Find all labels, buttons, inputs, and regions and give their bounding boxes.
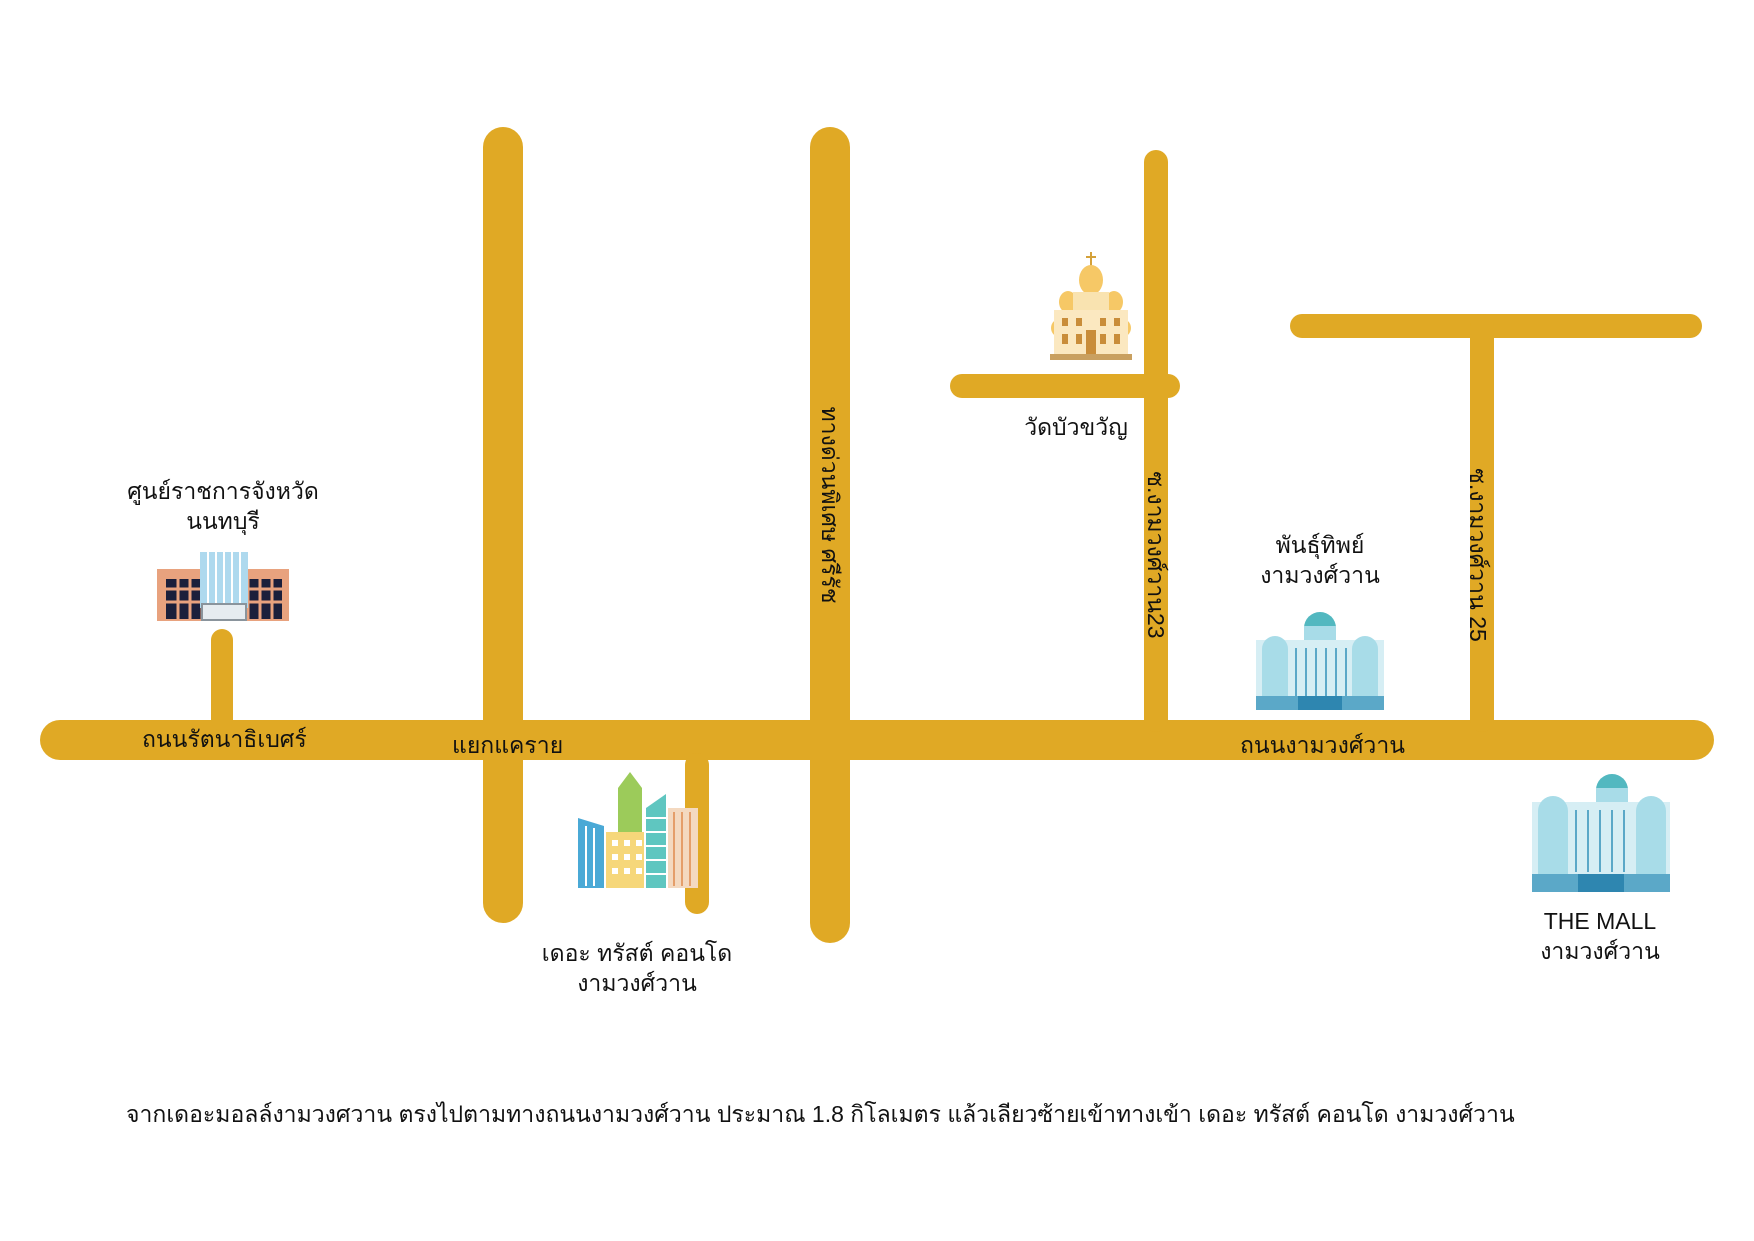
road-label-ngamwongwan: ถนนงามวงศ์วาน bbox=[1240, 732, 1405, 758]
road-network bbox=[40, 127, 1714, 943]
road-label-khae-rai: แยกแคราย bbox=[452, 732, 564, 758]
temple-icon bbox=[1050, 252, 1132, 360]
condo-name-line2: งามวงศ์วาน bbox=[577, 970, 697, 996]
the-mall-name-line2: งามวงศ์วาน bbox=[1540, 938, 1660, 964]
gov-center-name-line2: นนทบุรี bbox=[186, 508, 260, 534]
panthip-name-line1: พันธุ์ทิพย์ bbox=[1275, 532, 1365, 558]
landmark-the-mall-label: THE MALL งามวงศ์วาน bbox=[1510, 906, 1690, 966]
directions-text: จากเดอะมอลล์งามวงศวาน ตรงไปตามทางถนนงามว… bbox=[126, 1101, 1515, 1127]
gov-center-name-line1: ศูนย์ราชการจังหวัด bbox=[127, 478, 319, 504]
condo-buildings-icon bbox=[578, 772, 698, 888]
landmark-panthip-label: พันธุ์ทิพย์ งามวงศ์วาน bbox=[1230, 530, 1410, 590]
landmark-gov-center-label: ศูนย์ราชการจังหวัด นนทบุรี bbox=[103, 476, 343, 536]
road-label-rattanathibet: ถนนรัตนาธิเบศร์ bbox=[142, 726, 307, 752]
landmark-temple-label: วัดบัวขวัญ bbox=[1024, 414, 1128, 440]
landmark-condo-label: เดอะ ทรัสต์ คอนโด งามวงศ์วาน bbox=[522, 938, 752, 998]
road-label-soi23: ซ.งามวงศ์วาน23 bbox=[1143, 471, 1169, 639]
road-label-expressway: ทางด่วนพิเศษ ศรีรัช bbox=[817, 406, 843, 604]
government-building-icon bbox=[157, 552, 289, 621]
mall-building-icon bbox=[1532, 774, 1670, 892]
road-label-soi25: ซ.งามวงศ์วาน 25 bbox=[1465, 468, 1491, 642]
condo-name-line1: เดอะ ทรัสต์ คอนโด bbox=[541, 940, 733, 966]
mall-building-icon bbox=[1256, 612, 1384, 710]
the-mall-name-line1: THE MALL bbox=[1543, 908, 1657, 934]
panthip-name-line2: งามวงศ์วาน bbox=[1260, 562, 1380, 588]
